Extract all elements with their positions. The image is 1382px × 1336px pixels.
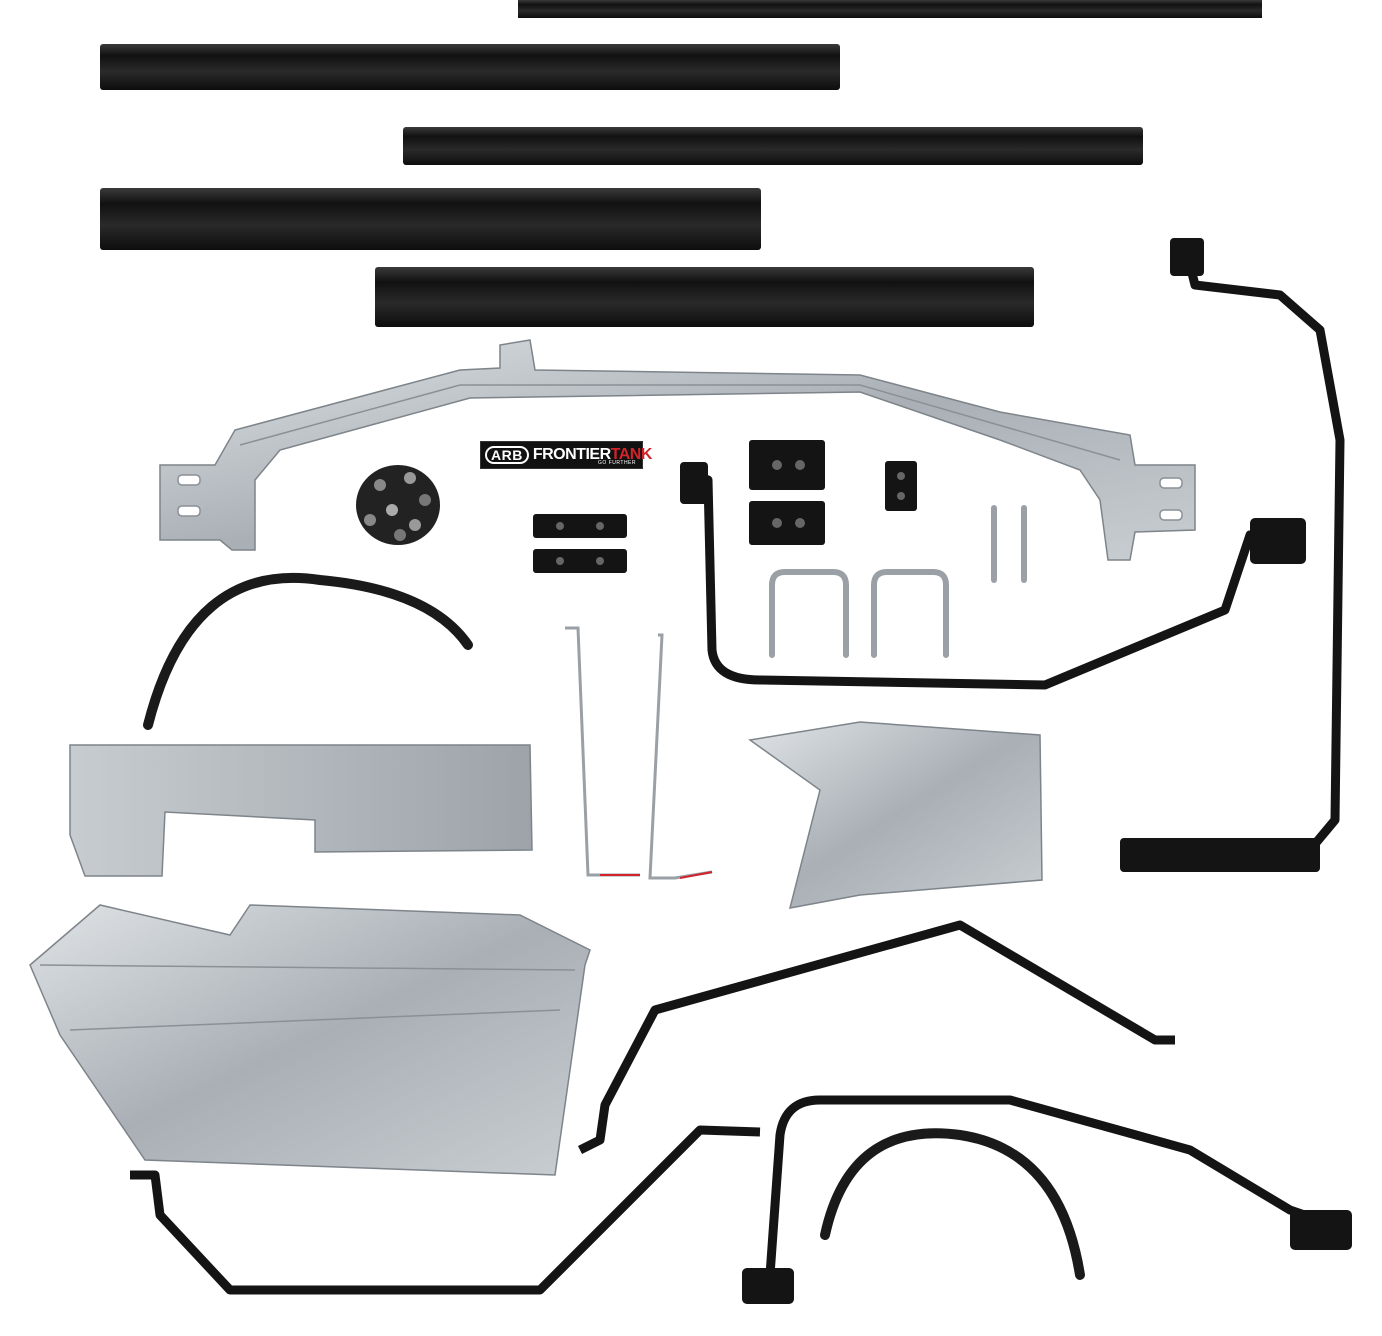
- crossmember-frame: [159, 339, 1196, 561]
- fastener-pile: [356, 465, 440, 545]
- arb-logo: ARB: [485, 446, 529, 464]
- rubber-strips: [100, 0, 1262, 327]
- rubber-strip-1: [518, 0, 1262, 18]
- bash-plate-small: [748, 721, 1043, 909]
- mounting-plates: [533, 440, 917, 573]
- rubber-strip-4: [100, 188, 761, 250]
- frontier-tank-label: ARB FRONTIERTANK GO FURTHER: [480, 441, 652, 469]
- galvanized-shields: [29, 721, 1043, 1176]
- tagline: GO FURTHER: [598, 460, 636, 466]
- product-name-part2: TANK: [610, 446, 653, 463]
- product-name: FRONTIERTANK: [532, 446, 653, 464]
- rubber-strip-5: [375, 267, 1034, 327]
- product-name-part1: FRONTIER: [532, 446, 611, 463]
- sender-rods: [565, 626, 713, 880]
- strap-end-pads: [680, 238, 1352, 1304]
- rubber-strip-3: [403, 127, 1143, 165]
- sender-guard: [69, 744, 533, 877]
- bolts: [769, 505, 1027, 658]
- bash-plate-large: [29, 904, 591, 1176]
- rubber-strip-2: [100, 44, 840, 90]
- hoses: [143, 572, 1085, 1280]
